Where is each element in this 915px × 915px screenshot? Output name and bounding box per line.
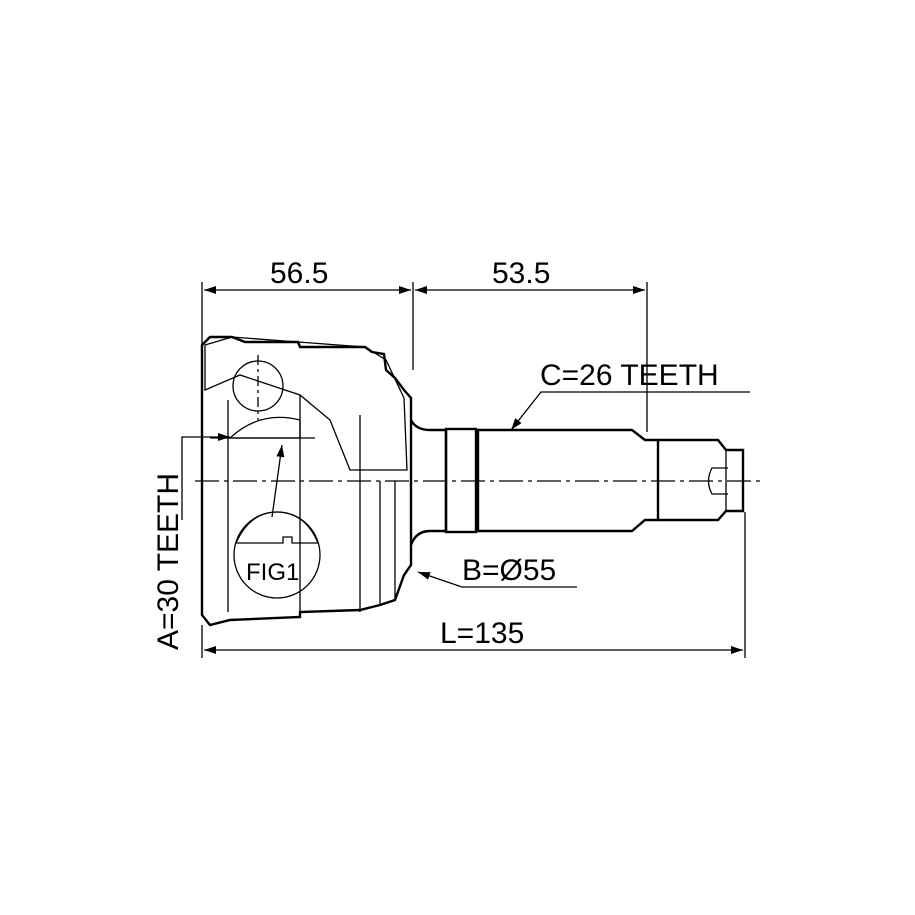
inner-spline-label: A=30 TEETH [152,473,185,650]
inner-spline-leader [181,433,230,520]
abs-ring-label: B=Ø55 [462,554,556,587]
outer-spline-leader [510,391,750,431]
stub-shaft [409,419,745,546]
dim-shaft-length-label: 53.5 [492,257,550,290]
fig1-label: FIG1 [246,559,299,586]
outer-spline-label: C=26 TEETH [540,359,719,392]
abs-ring-leader [417,571,577,588]
extension-lines [201,282,746,658]
fig1-detail: FIG1 [233,444,321,599]
dim-total-length-label: L=135 [440,617,524,650]
dim-outer-length-label: 56.5 [270,257,328,290]
